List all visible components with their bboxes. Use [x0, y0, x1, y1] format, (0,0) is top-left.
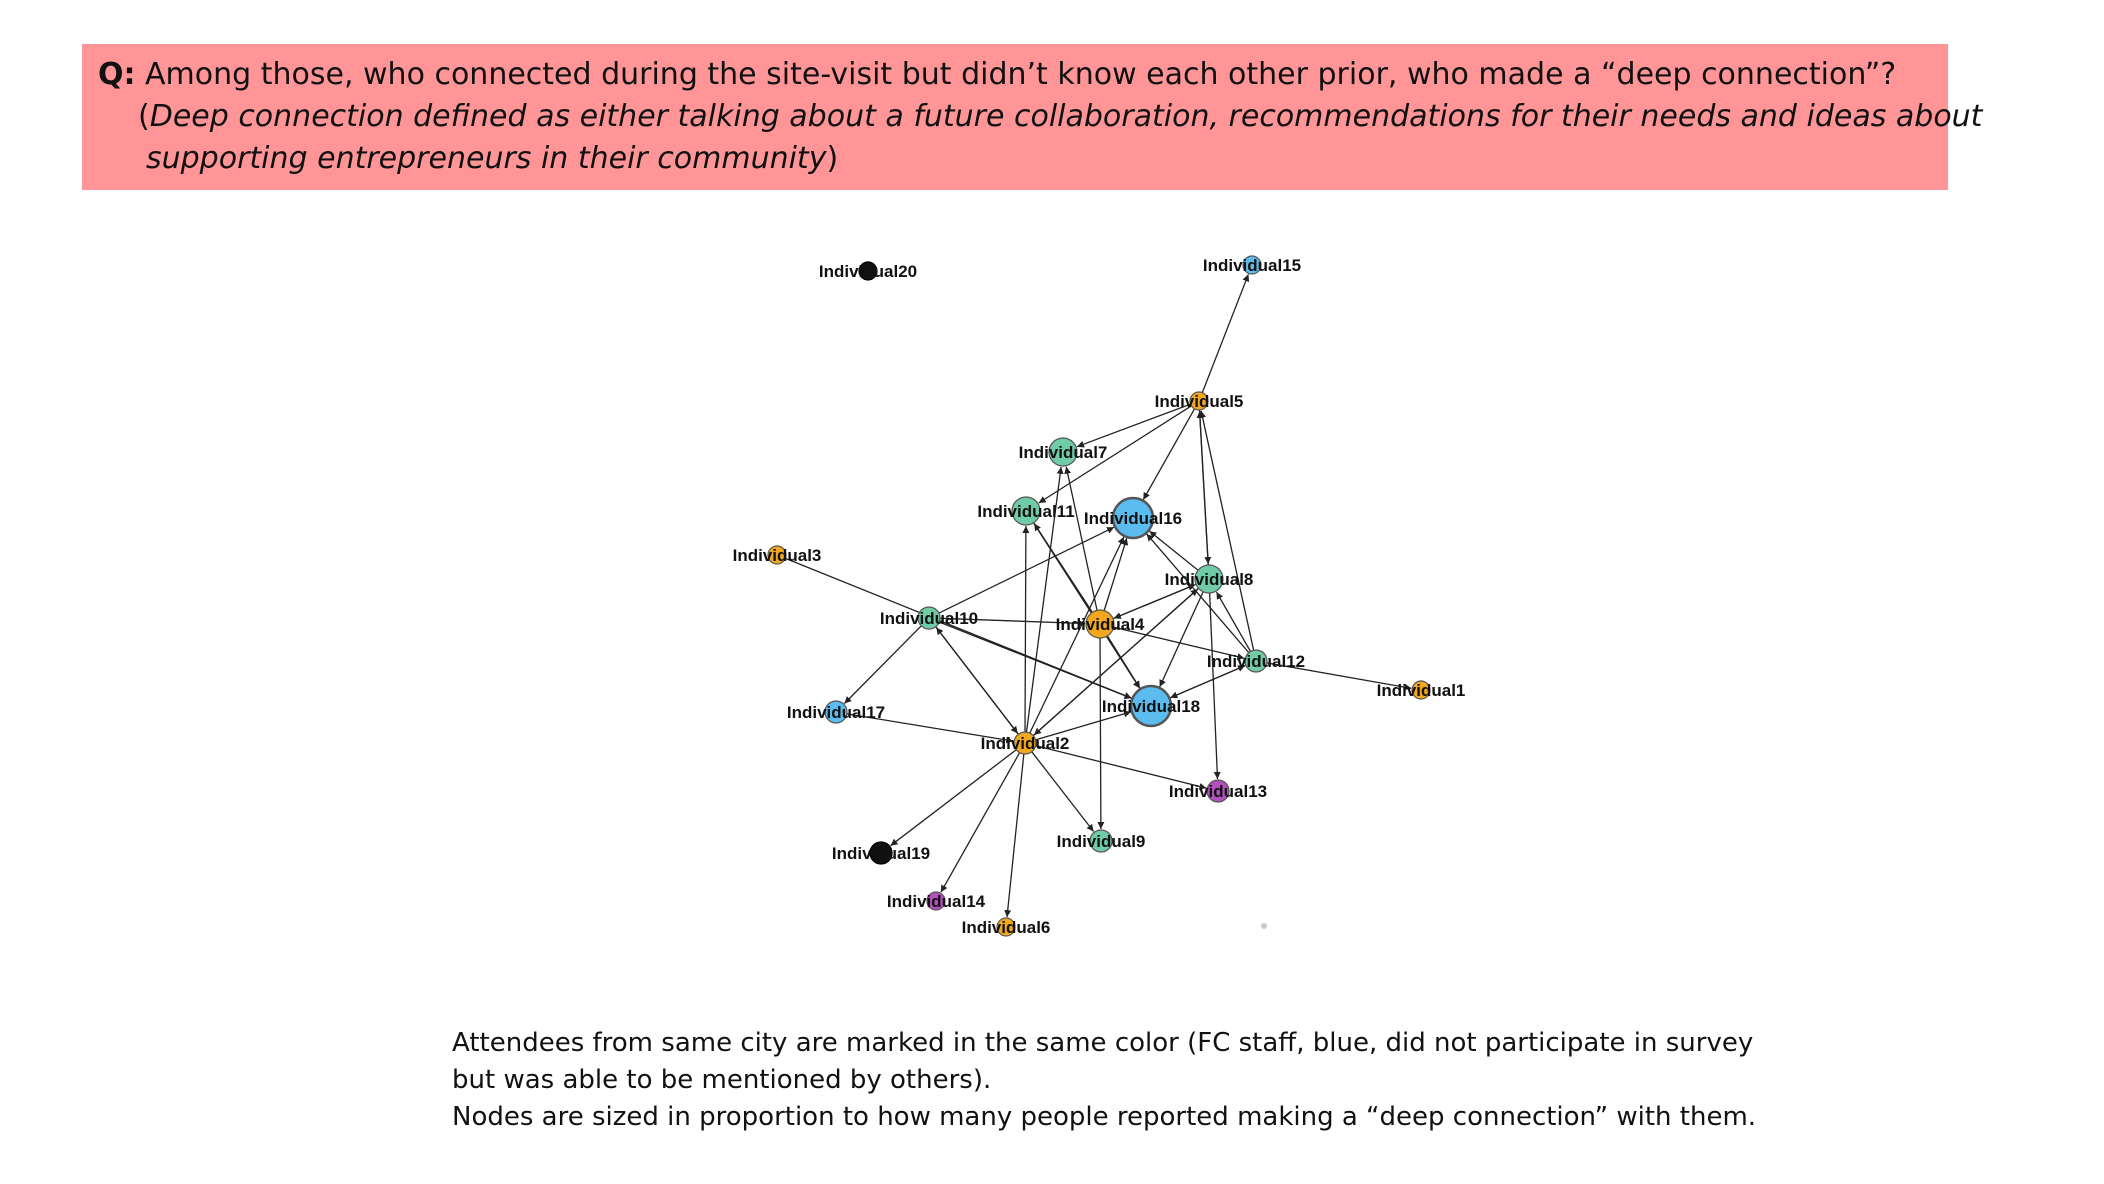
edge-individual12-to-individual16	[1146, 533, 1253, 657]
edge-individual8-to-individual18	[1159, 586, 1207, 688]
node-individual8[interactable]	[1194, 564, 1224, 594]
node-label-individual9: Individual9	[1057, 832, 1146, 851]
node-individual10[interactable]	[917, 606, 941, 630]
node-individual6[interactable]	[996, 917, 1016, 937]
question-prefix: Q:	[98, 57, 136, 92]
edge-individual4-to-individual12	[1108, 625, 1245, 660]
edge-individual2-to-individual18	[1031, 710, 1132, 742]
edge-individual2-to-individual14	[940, 748, 1023, 893]
edge-individual10-to-individual17	[843, 622, 925, 704]
paren-open: (	[138, 99, 150, 134]
node-label-individual2: Individual2	[981, 734, 1070, 753]
caption-line-3: Nodes are sized in proportion to how man…	[452, 1102, 1757, 1132]
node-individual16[interactable]	[1111, 496, 1155, 540]
caption-line-1: Attendees from same city are marked in t…	[452, 1028, 1754, 1058]
edge-individual10-to-individual16	[934, 526, 1115, 616]
node-label-individual20: Individual20	[819, 262, 917, 281]
edge-individual2-to-individual13	[1031, 743, 1207, 790]
node-label-individual3: Individual3	[733, 546, 822, 565]
question-text: Among those, who connected during the si…	[135, 57, 1897, 92]
node-individual3[interactable]	[767, 545, 787, 565]
node-individual11[interactable]	[1011, 496, 1041, 526]
node-label-individual8: Individual8	[1165, 570, 1254, 589]
caption-line-2: but was able to be mentioned by others).	[452, 1065, 992, 1095]
node-individual7[interactable]	[1048, 437, 1078, 467]
node-individual14[interactable]	[926, 891, 946, 911]
edge-individual4-to-individual9	[1097, 632, 1105, 830]
edge-individual2-to-individual11	[1022, 525, 1030, 737]
node-label-individual4: Individual4	[1056, 615, 1145, 634]
edge-individual17-to-individual2	[842, 712, 1014, 744]
node-individual13[interactable]	[1206, 779, 1230, 803]
node-individual15[interactable]	[1242, 255, 1262, 275]
edge-individual18-to-individual12	[1161, 665, 1246, 702]
definition-line-2: supporting entrepreneurs in their commun…	[98, 138, 1948, 180]
edge-individual11-to-individual18	[1029, 517, 1141, 689]
edge-individual4-to-individual16	[1101, 537, 1129, 617]
edge-individual8-to-individual5	[1196, 410, 1210, 571]
definition-text-1: Deep connection defined as either talkin…	[149, 99, 1983, 134]
node-individual4[interactable]	[1085, 609, 1115, 639]
node-individual1[interactable]	[1411, 680, 1431, 700]
node-label-individual12: Individual12	[1207, 652, 1305, 671]
edge-individual5-to-individual7	[1076, 402, 1195, 448]
edge-individual5-to-individual15	[1200, 274, 1250, 397]
node-label-individual15: Individual15	[1203, 256, 1301, 275]
edge-individual8-to-individual2	[1033, 584, 1204, 736]
node-label-individual18: Individual18	[1102, 697, 1200, 716]
labels-layer: Individual1Individual2Individual3Individ…	[733, 256, 1466, 937]
question-banner: Q: Among those, who connected during the…	[82, 44, 1982, 190]
edge-individual10-to-individual18	[934, 619, 1132, 699]
edge-individual5-to-individual16	[1142, 405, 1197, 501]
node-label-individual10: Individual10	[880, 609, 978, 628]
node-individual9[interactable]	[1089, 829, 1113, 853]
node-individual12[interactable]	[1244, 649, 1268, 673]
edge-individual2-to-individual16	[1027, 536, 1125, 738]
node-label-individual1: Individual1	[1377, 681, 1466, 700]
node-label-individual5: Individual5	[1155, 392, 1244, 411]
edge-individual2-to-individual19	[890, 746, 1021, 847]
node-individual20[interactable]	[858, 261, 878, 281]
node-individual18[interactable]	[1129, 684, 1173, 728]
edge-individual4-to-individual7	[1064, 466, 1099, 616]
caption: Attendees from same city are marked in t…	[452, 1025, 1852, 1136]
edge-individual2-to-individual9	[1028, 747, 1095, 832]
edge-individual8-to-individual4	[1113, 581, 1202, 619]
node-label-individual17: Individual17	[787, 703, 885, 722]
question-line: Q: Among those, who connected during the…	[98, 54, 1948, 96]
edge-individual2-to-individual10	[935, 627, 1022, 739]
node-individual2[interactable]	[1013, 731, 1037, 755]
edge-individual8-to-individual16	[1148, 530, 1203, 575]
edges-layer	[781, 274, 1412, 918]
stray-dot	[1261, 923, 1267, 929]
edge-individual8-to-individual13	[1208, 587, 1221, 780]
edge-individual2-to-individual6	[1004, 749, 1025, 918]
node-individual19[interactable]	[869, 841, 893, 865]
definition-text-2: supporting entrepreneurs in their commun…	[146, 141, 827, 176]
edge-individual12-to-individual1	[1262, 661, 1412, 691]
edge-individual12-to-individual5	[1199, 410, 1256, 655]
node-label-individual11: Individual11	[977, 502, 1074, 521]
edge-individual10-to-individual4	[935, 617, 1086, 627]
edge-individual2-to-individual7	[1025, 466, 1064, 737]
definition-line-1: (Deep connection defined as either talki…	[98, 96, 1982, 138]
paren-close: )	[826, 141, 839, 176]
node-label-individual7: Individual7	[1019, 443, 1108, 462]
edge-individual12-to-individual8	[1215, 591, 1254, 656]
nodes-layer	[767, 255, 1431, 937]
node-label-individual6: Individual6	[962, 918, 1051, 937]
node-individual17[interactable]	[824, 700, 848, 724]
node-label-individual14: Individual14	[887, 892, 986, 911]
node-label-individual13: Individual13	[1169, 782, 1267, 801]
node-label-individual19: Individual19	[832, 844, 930, 863]
edge-individual5-to-individual11	[1038, 403, 1195, 504]
node-label-individual16: Individual16	[1084, 509, 1182, 528]
node-individual5[interactable]	[1189, 391, 1209, 411]
